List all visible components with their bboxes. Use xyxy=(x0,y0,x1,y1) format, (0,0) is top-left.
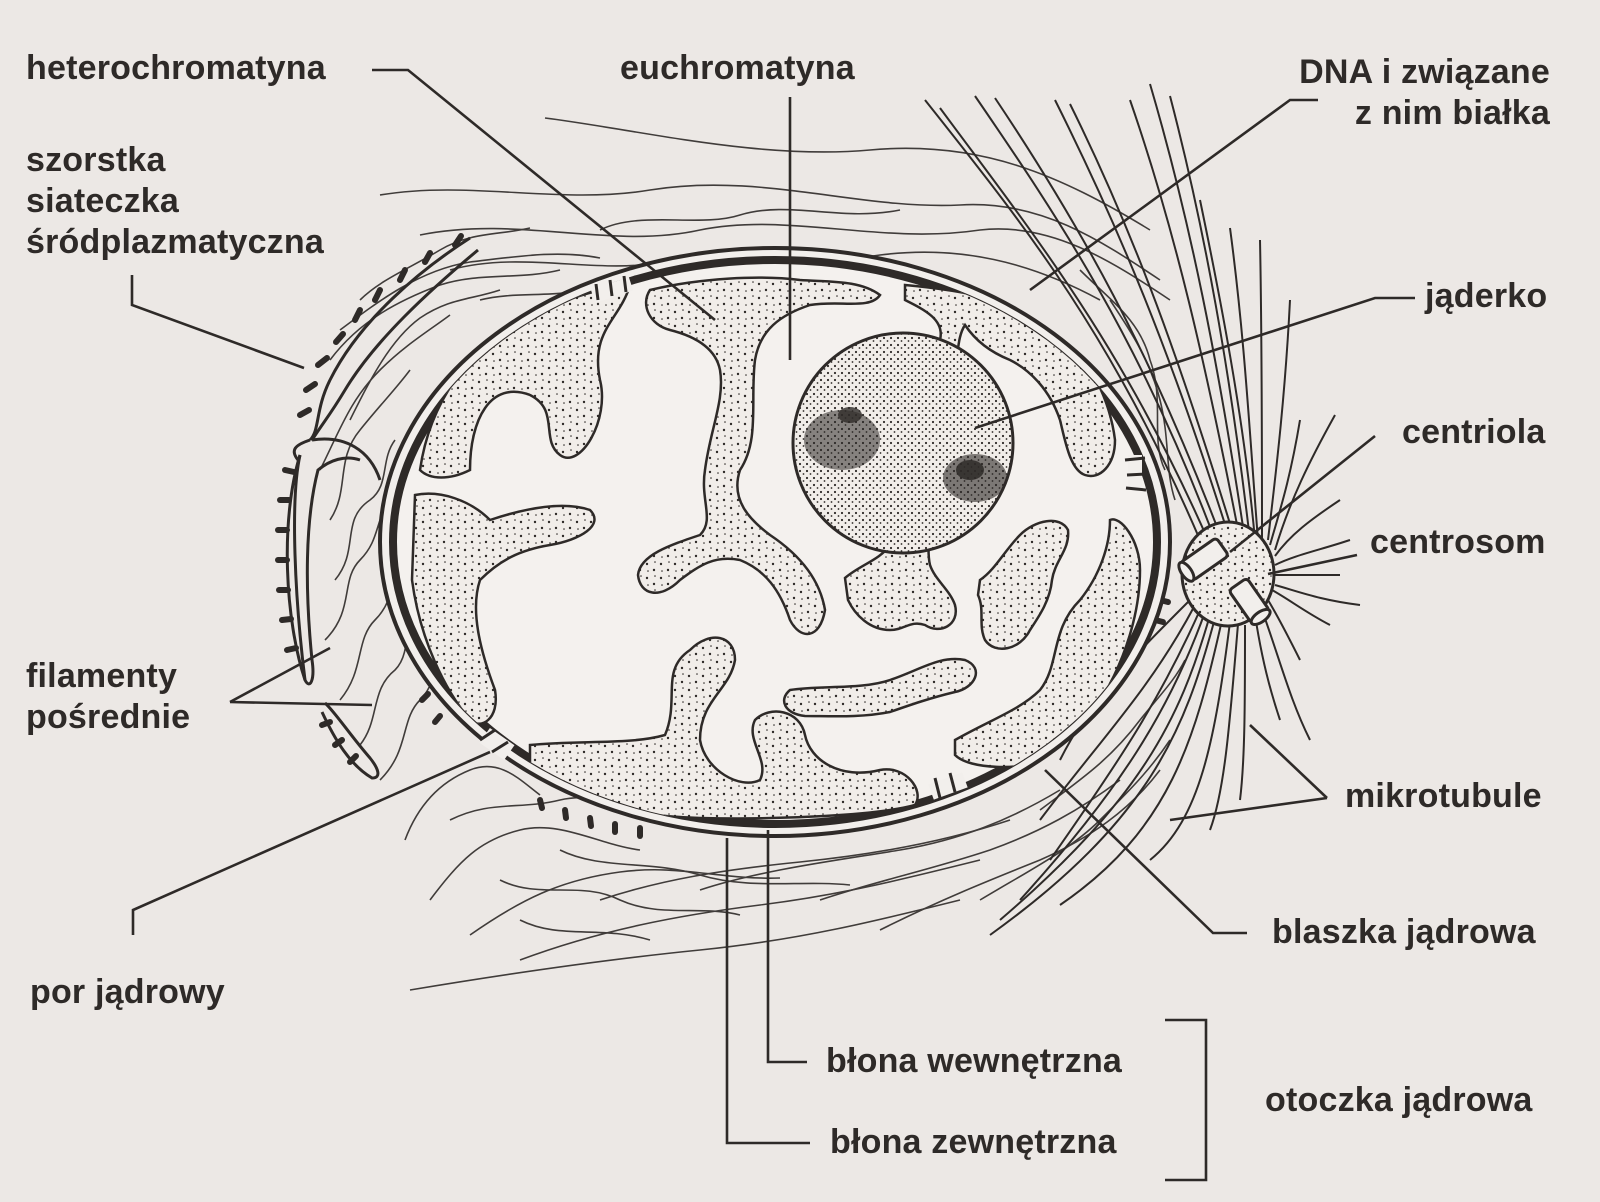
label-rough-er: szorstka siateczka śródplazmatyczna xyxy=(26,140,324,263)
microtubules xyxy=(924,83,1361,936)
label-dna-proteins-line-2: z nim białka xyxy=(1354,94,1550,132)
label-intermediate-filaments-line-2: pośrednie xyxy=(26,698,191,736)
label-nuclear-lamina: blaszka jądrowa xyxy=(1272,913,1536,951)
label-rough-er-line-2: siateczka xyxy=(26,182,180,220)
label-nuclear-envelope: otoczka jądrowa xyxy=(1265,1081,1533,1119)
centriole-2 xyxy=(1228,577,1272,626)
nuclear-pores xyxy=(479,275,1148,800)
label-rough-er-line-3: śródplazmatyczna xyxy=(26,223,324,261)
label-outer-membrane: błona zewnętrzna xyxy=(830,1123,1117,1161)
label-intermediate-filaments: filamenty pośrednie xyxy=(26,656,190,738)
label-rough-er-line-1: szorstka xyxy=(26,141,166,179)
label-intermediate-filaments-line-1: filamenty xyxy=(26,657,178,695)
centriole-1 xyxy=(1177,537,1229,583)
nucleolus xyxy=(791,331,1015,555)
leader-lines xyxy=(130,68,1415,1182)
label-dna-proteins: DNA i związane z nim białka xyxy=(1299,52,1550,134)
rough-er xyxy=(285,236,479,780)
label-heterochromatin: heterochromatyna xyxy=(26,49,326,87)
nucleus xyxy=(378,246,1172,838)
label-dna-proteins-line-1: DNA i związane xyxy=(1299,53,1550,91)
label-microtubules: mikrotubule xyxy=(1345,777,1542,815)
label-euchromatin: euchromatyna xyxy=(620,49,855,87)
label-inner-membrane: błona wewnętrzna xyxy=(826,1042,1123,1080)
label-nuclear-pore: por jądrowy xyxy=(30,973,225,1011)
label-centriole: centriola xyxy=(1402,413,1546,451)
centrosome xyxy=(1177,520,1276,628)
label-nucleolus: jąderko xyxy=(1425,277,1548,315)
label-centrosome: centrosom xyxy=(1370,523,1546,561)
